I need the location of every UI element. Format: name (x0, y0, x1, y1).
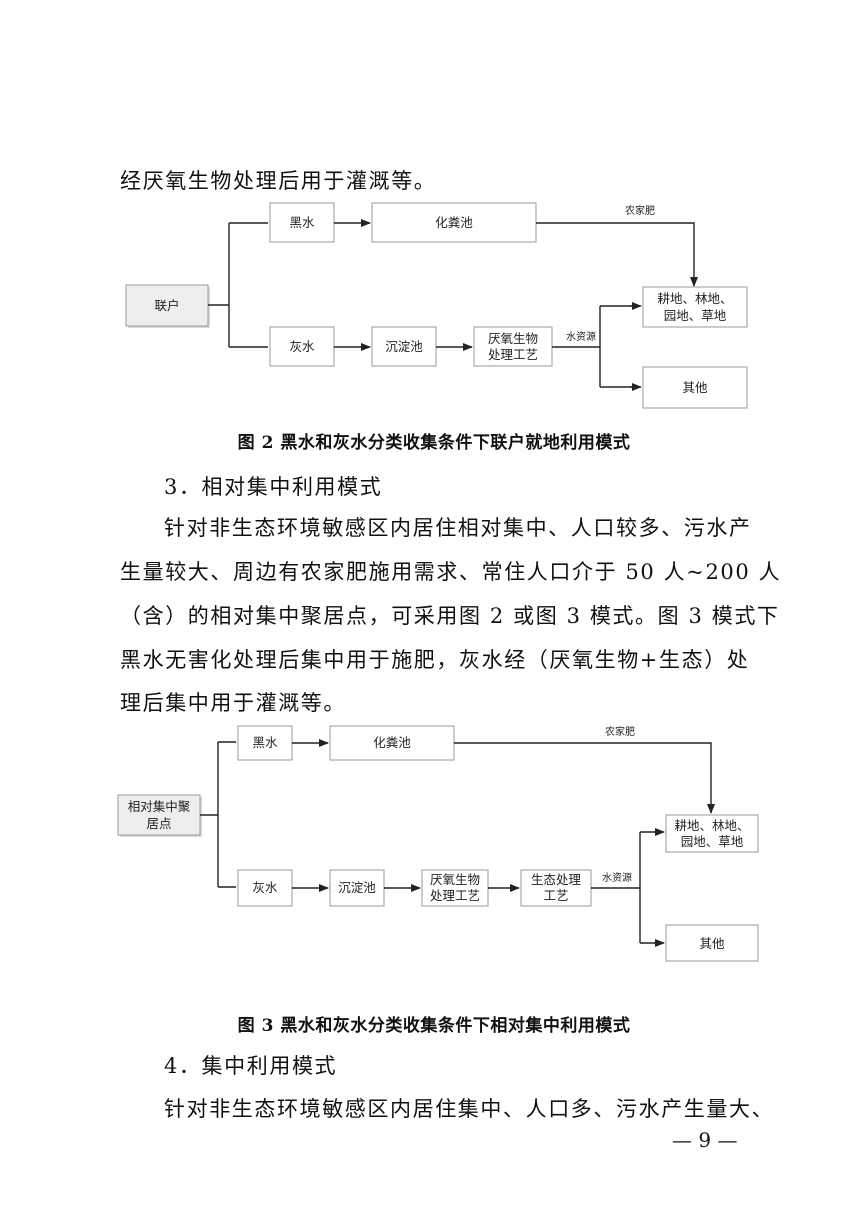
fig2-manure-label: 农家肥 (625, 204, 655, 217)
fig3-source-line2: 居点 (146, 816, 171, 831)
fig3-septic-tank-box (329, 725, 455, 761)
fig2-septic-tank-label: 化粪池 (435, 215, 473, 230)
fig2-land-line2: 园地、草地 (664, 308, 727, 323)
fig3-eco-line2: 工艺 (543, 888, 568, 903)
fig3-other-label: 其他 (699, 936, 725, 951)
fig2-gray-water-label: 灰水 (289, 339, 315, 354)
fig3-black-water-box (237, 725, 293, 761)
fig3-black-water-label: 黑水 (252, 735, 278, 750)
figure-2-caption: 图 2 黑水和灰水分类收集条件下联户就地利用模式 (237, 433, 631, 453)
fig2-other-label: 其他 (682, 380, 708, 395)
para4-line-1: 针对非生态环境敏感区内居住集中、人口多、污水产生量大、 (164, 1097, 775, 1121)
para3-line-1: 针对非生态环境敏感区内居住相对集中、人口较多、污水产 (164, 516, 752, 540)
fig2-black-water-box (269, 202, 335, 243)
fig3-anaerobic-line1: 厌氧生物 (430, 872, 480, 887)
fig3-other-box (665, 924, 759, 962)
fig3-eco-line1: 生态处理 (531, 872, 582, 887)
figure-3-caption: 图 3 黑水和灰水分类收集条件下相对集中利用模式 (237, 1016, 631, 1036)
fig3-manure-label: 农家肥 (605, 725, 635, 738)
text-line-1: 经厌氧生物处理后用于灌溉等。 (120, 169, 437, 193)
fig3-land-line1: 耕地、林地、 (674, 818, 749, 833)
fig3-sedimentation-label: 沉淀池 (338, 880, 376, 895)
fig2-anaerobic-box (473, 326, 553, 367)
fig3-eco-box (520, 869, 592, 907)
para3-line-4: 黑水无害化处理后集中用于施肥，灰水经（厌氧生物+生态）处 (120, 648, 750, 672)
fig2-water-resource-label: 水资源 (566, 330, 596, 343)
fig3-land-box (665, 814, 759, 853)
fig3-land-line2: 园地、草地 (681, 834, 744, 849)
section-3-heading: 3．相对集中利用模式 (164, 475, 383, 499)
para3-line-2: 生量较大、周边有农家肥施用需求、常住人口介于 50 人~200 人 (120, 560, 782, 584)
para3-line-3: （含）的相对集中聚居点，可采用图 2 或图 3 模式。图 3 模式下 (120, 604, 780, 628)
fig3-anaerobic-box (421, 869, 489, 907)
fig2-source-label: 联户 (154, 298, 179, 313)
fig2-other-box (642, 366, 748, 409)
page-number: — 9 — (672, 1128, 738, 1152)
fig2-sedimentation-box (371, 326, 437, 367)
fig3-source-line1: 相对集中聚 (128, 799, 191, 814)
fig3-anaerobic-line2: 处理工艺 (430, 888, 480, 903)
fig2-land-line1: 耕地、林地、 (657, 291, 732, 306)
fig2-septic-tank-box (371, 202, 537, 243)
fig3-water-resource-label: 水资源 (602, 871, 632, 884)
fig3-gray-water-label: 灰水 (252, 880, 278, 895)
fig2-sedimentation-label: 沉淀池 (385, 339, 423, 354)
fig3-sedimentation-box (329, 869, 385, 907)
fig2-source-box (125, 284, 209, 327)
fig2-black-water-label: 黑水 (289, 215, 315, 230)
fig3-septic-tank-label: 化粪池 (373, 735, 411, 750)
fig2-anaerobic-line1: 厌氧生物 (488, 331, 538, 346)
para3-line-5: 理后集中用于灌溉等。 (120, 691, 346, 715)
section-4-heading: 4．集中利用模式 (164, 1054, 338, 1078)
fig2-anaerobic-line2: 处理工艺 (488, 347, 538, 362)
fig2-land-box (642, 286, 748, 328)
